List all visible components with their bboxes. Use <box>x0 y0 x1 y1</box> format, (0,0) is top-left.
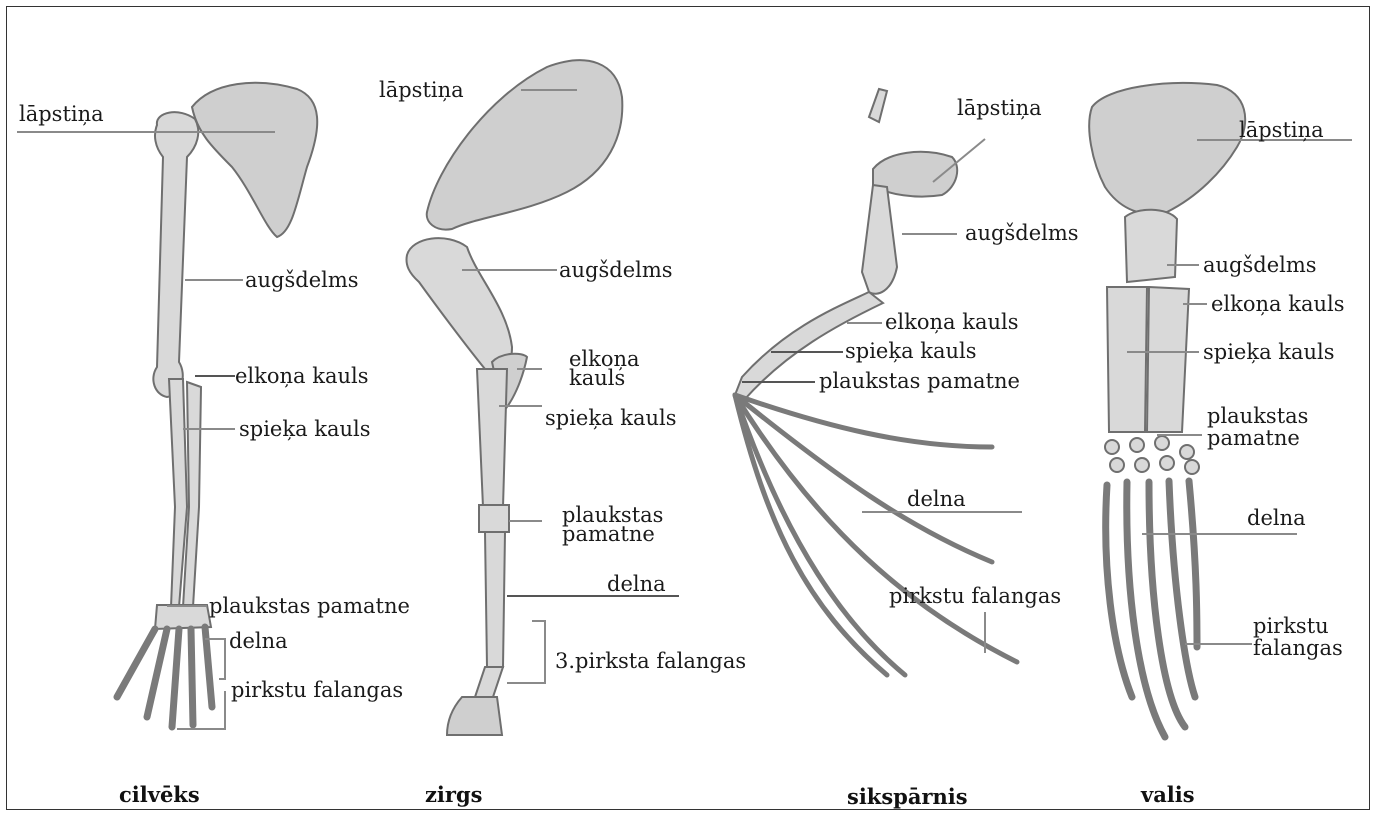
bat-phalanges-label: pirkstu falangas <box>889 585 1061 607</box>
species-label-whale: valis <box>1141 782 1195 807</box>
horse-phalanges-label: 3.pirksta falangas <box>555 650 746 672</box>
whale-scapula <box>1089 83 1245 214</box>
human-humerus-label: augšdelms <box>245 269 359 291</box>
human-phalanges-label: pirkstu falangas <box>231 679 403 701</box>
human-hand <box>117 627 212 727</box>
whale-ulna <box>1147 287 1189 432</box>
horse-scapula-label: lāpstiņa <box>379 79 464 101</box>
horse-pastern <box>475 667 503 697</box>
horse-carpus <box>479 505 509 532</box>
whale-digits <box>1106 481 1197 737</box>
bat-humerus <box>862 185 897 294</box>
human-radius-label: spieķa kauls <box>239 418 371 440</box>
bat-radius-label: spieķa kauls <box>845 340 977 362</box>
species-label-human: cilvēks <box>119 782 200 807</box>
whale-radius <box>1107 287 1147 432</box>
horse-humerus-label: augšdelms <box>559 259 673 281</box>
human-carpus-label: plaukstas pamatne <box>209 595 410 617</box>
whale-metacarpus-label: delna <box>1247 507 1306 529</box>
horse-radius-label: spieķa kauls <box>545 407 677 429</box>
diagram-frame: .b { fill: #d9d9d9; stroke: #6f6f6f; str… <box>6 6 1370 810</box>
species-label-horse: zirgs <box>425 782 482 807</box>
horse-metacarpus-label: delna <box>607 573 666 595</box>
human-ulna-label: elkoņa kauls <box>235 365 369 387</box>
whale-carpus-label-2: pamatne <box>1207 427 1300 449</box>
bat-carpus-label: plaukstas pamatne <box>819 370 1020 392</box>
horse-ulna-label-2: kauls <box>569 367 625 389</box>
whale-phalanges-label-2: falangas <box>1253 637 1343 659</box>
whale-ulna-label: elkoņa kauls <box>1211 293 1345 315</box>
human-scapula <box>192 83 317 237</box>
horse-leg <box>407 60 623 735</box>
horse-radius <box>477 369 507 507</box>
bat-digits <box>735 395 1017 675</box>
human-scapula-label: lāpstiņa <box>19 103 104 125</box>
human-humerus <box>153 112 198 397</box>
whale-radius-label: spieķa kauls <box>1203 341 1335 363</box>
horse-humerus <box>407 238 513 373</box>
bat-metacarpus-label: delna <box>907 488 966 510</box>
whale-carpus <box>1105 436 1199 474</box>
whale-scapula-label: lāpstiņa <box>1239 119 1324 141</box>
bat-clavicle <box>869 89 887 122</box>
horse-cannon <box>485 532 505 667</box>
horse-carpus-label-2: pamatne <box>562 523 655 545</box>
bat-scapula-label: lāpstiņa <box>957 97 1042 119</box>
bat-humerus-label: augšdelms <box>965 222 1079 244</box>
species-label-bat: sikspārnis <box>847 784 968 809</box>
bat-ulna-label: elkoņa kauls <box>885 311 1019 333</box>
whale-carpus-label-1: plaukstas <box>1207 405 1308 427</box>
whale-phalanges-label-1: pirkstu <box>1253 615 1329 637</box>
horse-hoof <box>447 697 502 735</box>
bone-illustration: .b { fill: #d9d9d9; stroke: #6f6f6f; str… <box>7 7 1369 809</box>
whale-humerus <box>1125 210 1177 282</box>
whale-humerus-label: augšdelms <box>1203 254 1317 276</box>
human-metacarpus-label: delna <box>229 630 288 652</box>
